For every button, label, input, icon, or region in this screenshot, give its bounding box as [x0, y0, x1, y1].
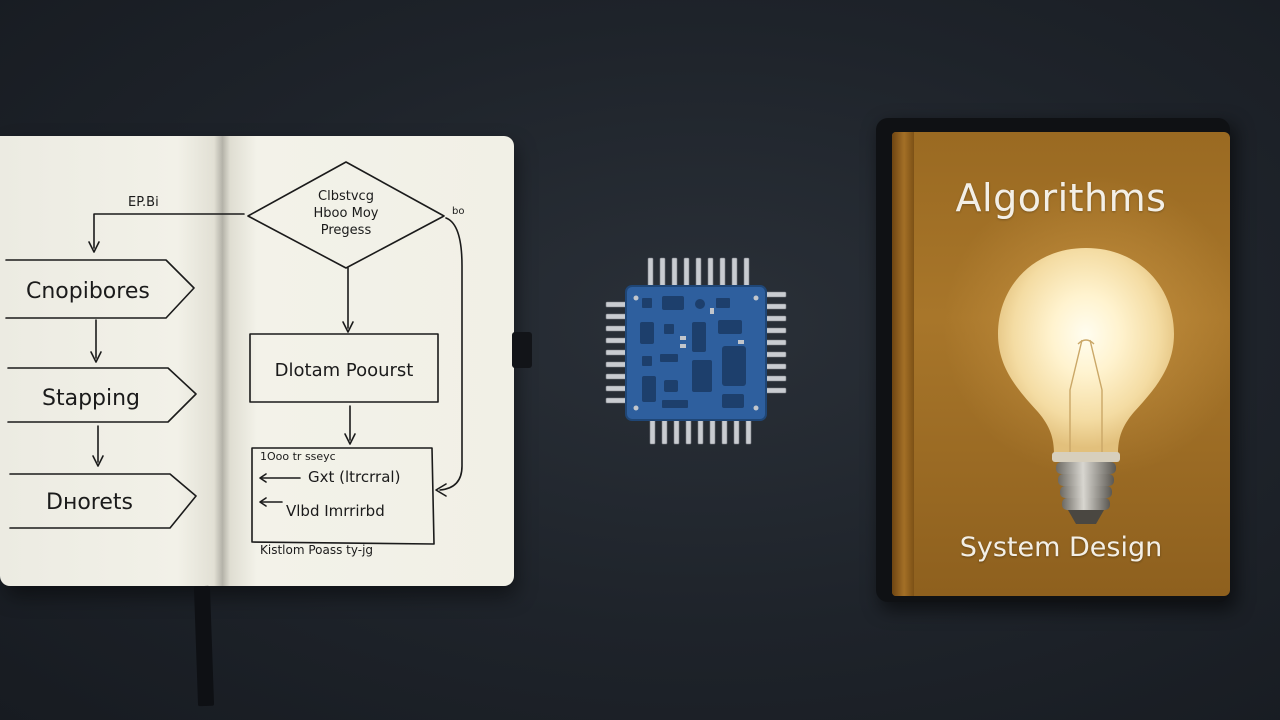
book-title: Algorithms	[955, 176, 1167, 220]
chip-solder-pads	[633, 295, 759, 411]
flowchart-sketch: EP.Bi Cnopibores Stapping Dнorets Clbstv…	[5, 161, 464, 557]
decision-line-2: Hboo Moy	[314, 206, 379, 221]
notebook-gutter	[214, 136, 230, 586]
decision-line-3: Pregess	[321, 223, 372, 238]
note-line-3: Vlbd Imrrirbd	[286, 502, 385, 520]
flow-box-label-2: Stapping	[42, 386, 140, 411]
book-front-cover	[892, 132, 1230, 596]
note-line-2: Gxt (ltrcrral)	[308, 468, 400, 486]
book-subtitle: System Design	[959, 532, 1163, 563]
notebook-left-page	[0, 136, 222, 586]
microchip-board	[605, 257, 787, 445]
light-bulb-icon	[998, 248, 1174, 524]
notebook-elastic-band	[512, 332, 532, 368]
open-notebook: EP.Bi Cnopibores Stapping Dнorets Clbstv…	[0, 136, 532, 707]
notebook-right-page	[222, 136, 514, 586]
flow-box-label-3: Dнorets	[46, 490, 133, 515]
chip-traces	[640, 296, 746, 408]
algorithms-book: Algorithms System Design	[876, 118, 1236, 610]
bulb-glass	[998, 248, 1174, 454]
bulb-neck	[1052, 452, 1120, 462]
bulb-screw-base	[1056, 462, 1116, 524]
note-line-1: 1Ooo tr sseyc	[260, 450, 336, 463]
bookmark-ribbon	[193, 585, 215, 707]
chip-pcb	[625, 285, 767, 421]
decision-side-note: bo	[452, 206, 464, 217]
flow-box-label-1: Cnopibores	[26, 279, 150, 304]
footer-note: Kistlom Poass ty-jg	[260, 543, 373, 557]
corner-note: EP.Bi	[128, 195, 159, 210]
book-spine	[892, 132, 914, 596]
bulb-filament	[1069, 339, 1103, 454]
decision-line-1: Clbstvcg	[318, 189, 374, 204]
chip-top-pins	[647, 257, 750, 289]
process-box-label: Dlotam Poourst	[275, 360, 414, 381]
